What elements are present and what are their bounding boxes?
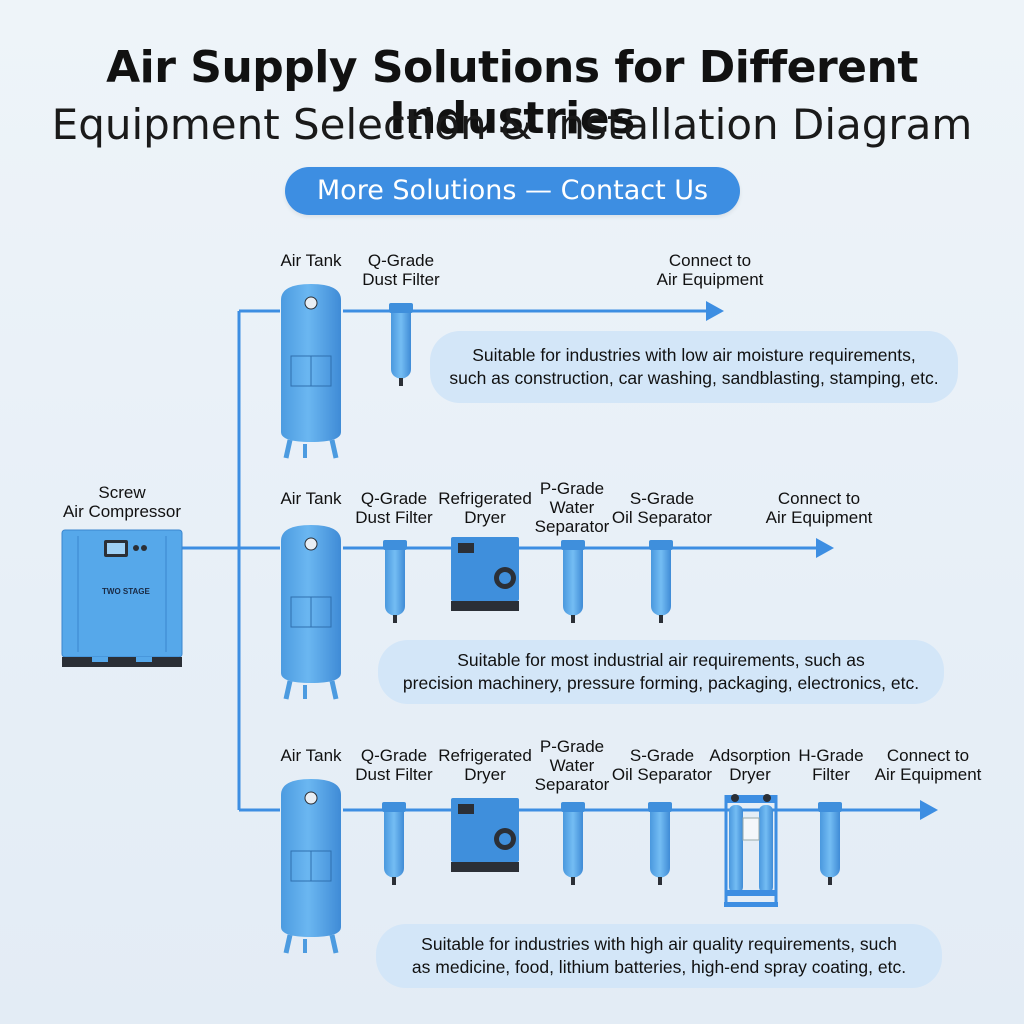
row2-p-separator-label: P-Grade Water Separator (534, 479, 610, 536)
row3-s-separator-label: S-Grade Oil Separator (611, 746, 713, 784)
row3-note-text: Suitable for industries with high air qu… (411, 934, 907, 977)
row2-air-tank-label: Air Tank (280, 489, 342, 508)
row2-s-separator-icon (649, 540, 673, 623)
row3-note: Suitable for industries with high air qu… (376, 924, 942, 988)
contact-us-button[interactable]: More Solutions — Contact Us (285, 167, 740, 215)
row2-arrow-icon (816, 538, 834, 558)
row1-note: Suitable for industries with low air moi… (430, 331, 958, 403)
row2-p-separator-icon (561, 540, 585, 623)
row1-q-filter-icon (389, 303, 413, 386)
row1-air-tank-label: Air Tank (280, 251, 342, 270)
row3-arrow-icon (920, 800, 938, 820)
row3-dryer-label: Refrigerated Dryer (438, 746, 532, 784)
row3-p-separator-label: P-Grade Water Separator (534, 737, 610, 794)
row3-end-label: Connect to Air Equipment (874, 746, 982, 784)
row3-q-filter-icon (382, 802, 406, 885)
arrows (706, 301, 938, 820)
screw-air-compressor-icon (61, 529, 183, 667)
row1-end-label: Connect to Air Equipment (656, 251, 764, 289)
row3-p-separator-icon (561, 802, 585, 885)
refrigerated-dryer-icon (451, 798, 519, 872)
refrigerated-dryer-icon (451, 537, 519, 611)
row1-q-filter-label: Q-Grade Dust Filter (362, 251, 440, 289)
row3-adsorption-label: Adsorption Dryer (709, 746, 791, 784)
row3-air-tank-label: Air Tank (280, 746, 342, 765)
row2-dryer-label: Refrigerated Dryer (438, 489, 532, 527)
row3-h-filter-label: H-Grade Filter (798, 746, 864, 784)
row3-q-filter-label: Q-Grade Dust Filter (355, 746, 433, 784)
compressor-brand-text: TWO STAGE (102, 587, 151, 596)
air-tank-icon (281, 779, 341, 954)
page-title: Air Supply Solutions for Different Indus… (106, 42, 918, 144)
row1-note-text: Suitable for industries with low air moi… (449, 345, 939, 388)
row2-s-separator-label: S-Grade Oil Separator (611, 489, 713, 527)
row2-q-filter-icon (383, 540, 407, 623)
row3-s-separator-icon (648, 802, 672, 885)
row2-note-text: Suitable for most industrial air require… (402, 650, 920, 693)
row1-arrow-icon (706, 301, 724, 321)
page-subtitle: Equipment Selection & Installation Diagr… (51, 100, 973, 149)
row2-note: Suitable for most industrial air require… (378, 640, 944, 704)
adsorption-dryer-icon (724, 794, 778, 907)
row3-h-filter-icon (818, 802, 842, 885)
row2-end-label: Connect to Air Equipment (765, 489, 873, 527)
compressor-label: Screw Air Compressor (62, 483, 182, 521)
filters-group (382, 303, 842, 885)
row2-q-filter-label: Q-Grade Dust Filter (355, 489, 433, 527)
air-tank-icon (281, 284, 341, 459)
air-tank-icon (281, 525, 341, 700)
